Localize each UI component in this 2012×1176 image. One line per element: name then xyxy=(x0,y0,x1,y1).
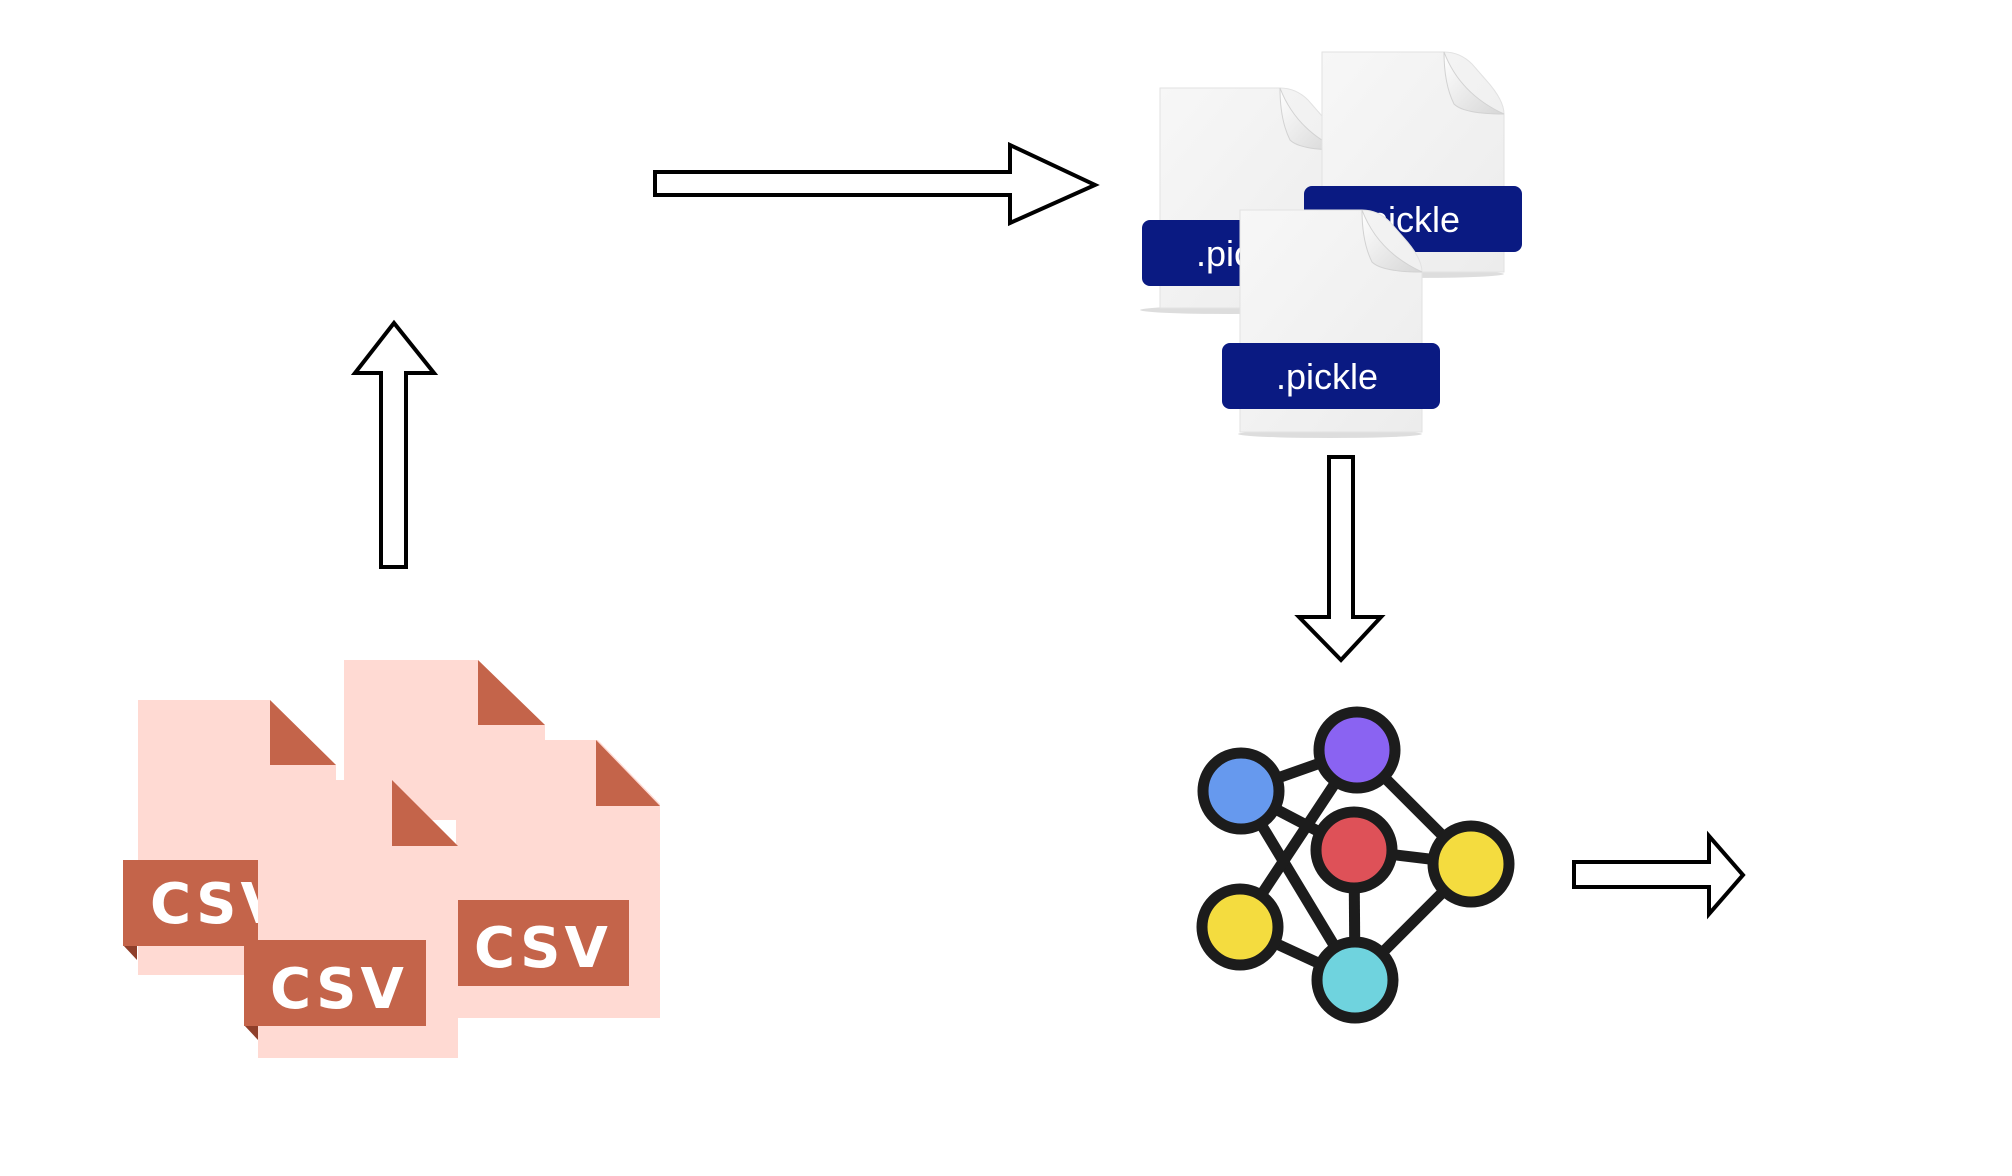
csv-page-fold xyxy=(270,700,336,765)
arrows-group xyxy=(350,141,1746,920)
network-graph xyxy=(1196,706,1515,1024)
pickle-page-fold xyxy=(1443,51,1505,115)
csv-band-tail xyxy=(244,1025,258,1040)
arrow-right-bottom xyxy=(1572,830,1746,920)
csv-files-group: CSV CSV CSV xyxy=(123,660,662,1058)
csv-band-tail xyxy=(123,945,137,960)
csv-file-icon: CSV xyxy=(244,780,458,1058)
network-node xyxy=(1427,820,1515,908)
csv-band xyxy=(123,860,273,946)
csv-label: CSV xyxy=(270,957,408,1022)
pickle-band xyxy=(1222,343,1440,409)
network-node xyxy=(1196,883,1284,971)
csv-file-icon: CSV xyxy=(344,660,662,1018)
network-nodes xyxy=(1196,706,1515,1024)
pickle-page-fold xyxy=(1361,209,1423,273)
csv-page-fold xyxy=(596,740,660,806)
pickle-file-icon: .pickle xyxy=(1222,209,1440,438)
pickle-label: .pickle xyxy=(1276,356,1378,397)
csv-label: CSV xyxy=(474,916,612,981)
arrow-down xyxy=(1294,455,1386,663)
csv-page-fold xyxy=(392,780,458,846)
network-node xyxy=(1311,936,1399,1024)
pickle-files-group: .pickle .pickle .pickle xyxy=(1140,51,1522,438)
csv-band xyxy=(443,900,629,986)
csv-page-fold xyxy=(478,660,545,725)
csv-page-right-cut xyxy=(596,738,662,806)
network-node xyxy=(1310,806,1398,894)
arrow-up xyxy=(350,319,439,569)
csv-band xyxy=(244,940,426,1026)
network-node xyxy=(1197,747,1285,835)
network-node xyxy=(1313,706,1401,794)
arrow-right-top xyxy=(653,141,1100,227)
pickle-page-fold xyxy=(1279,87,1341,151)
